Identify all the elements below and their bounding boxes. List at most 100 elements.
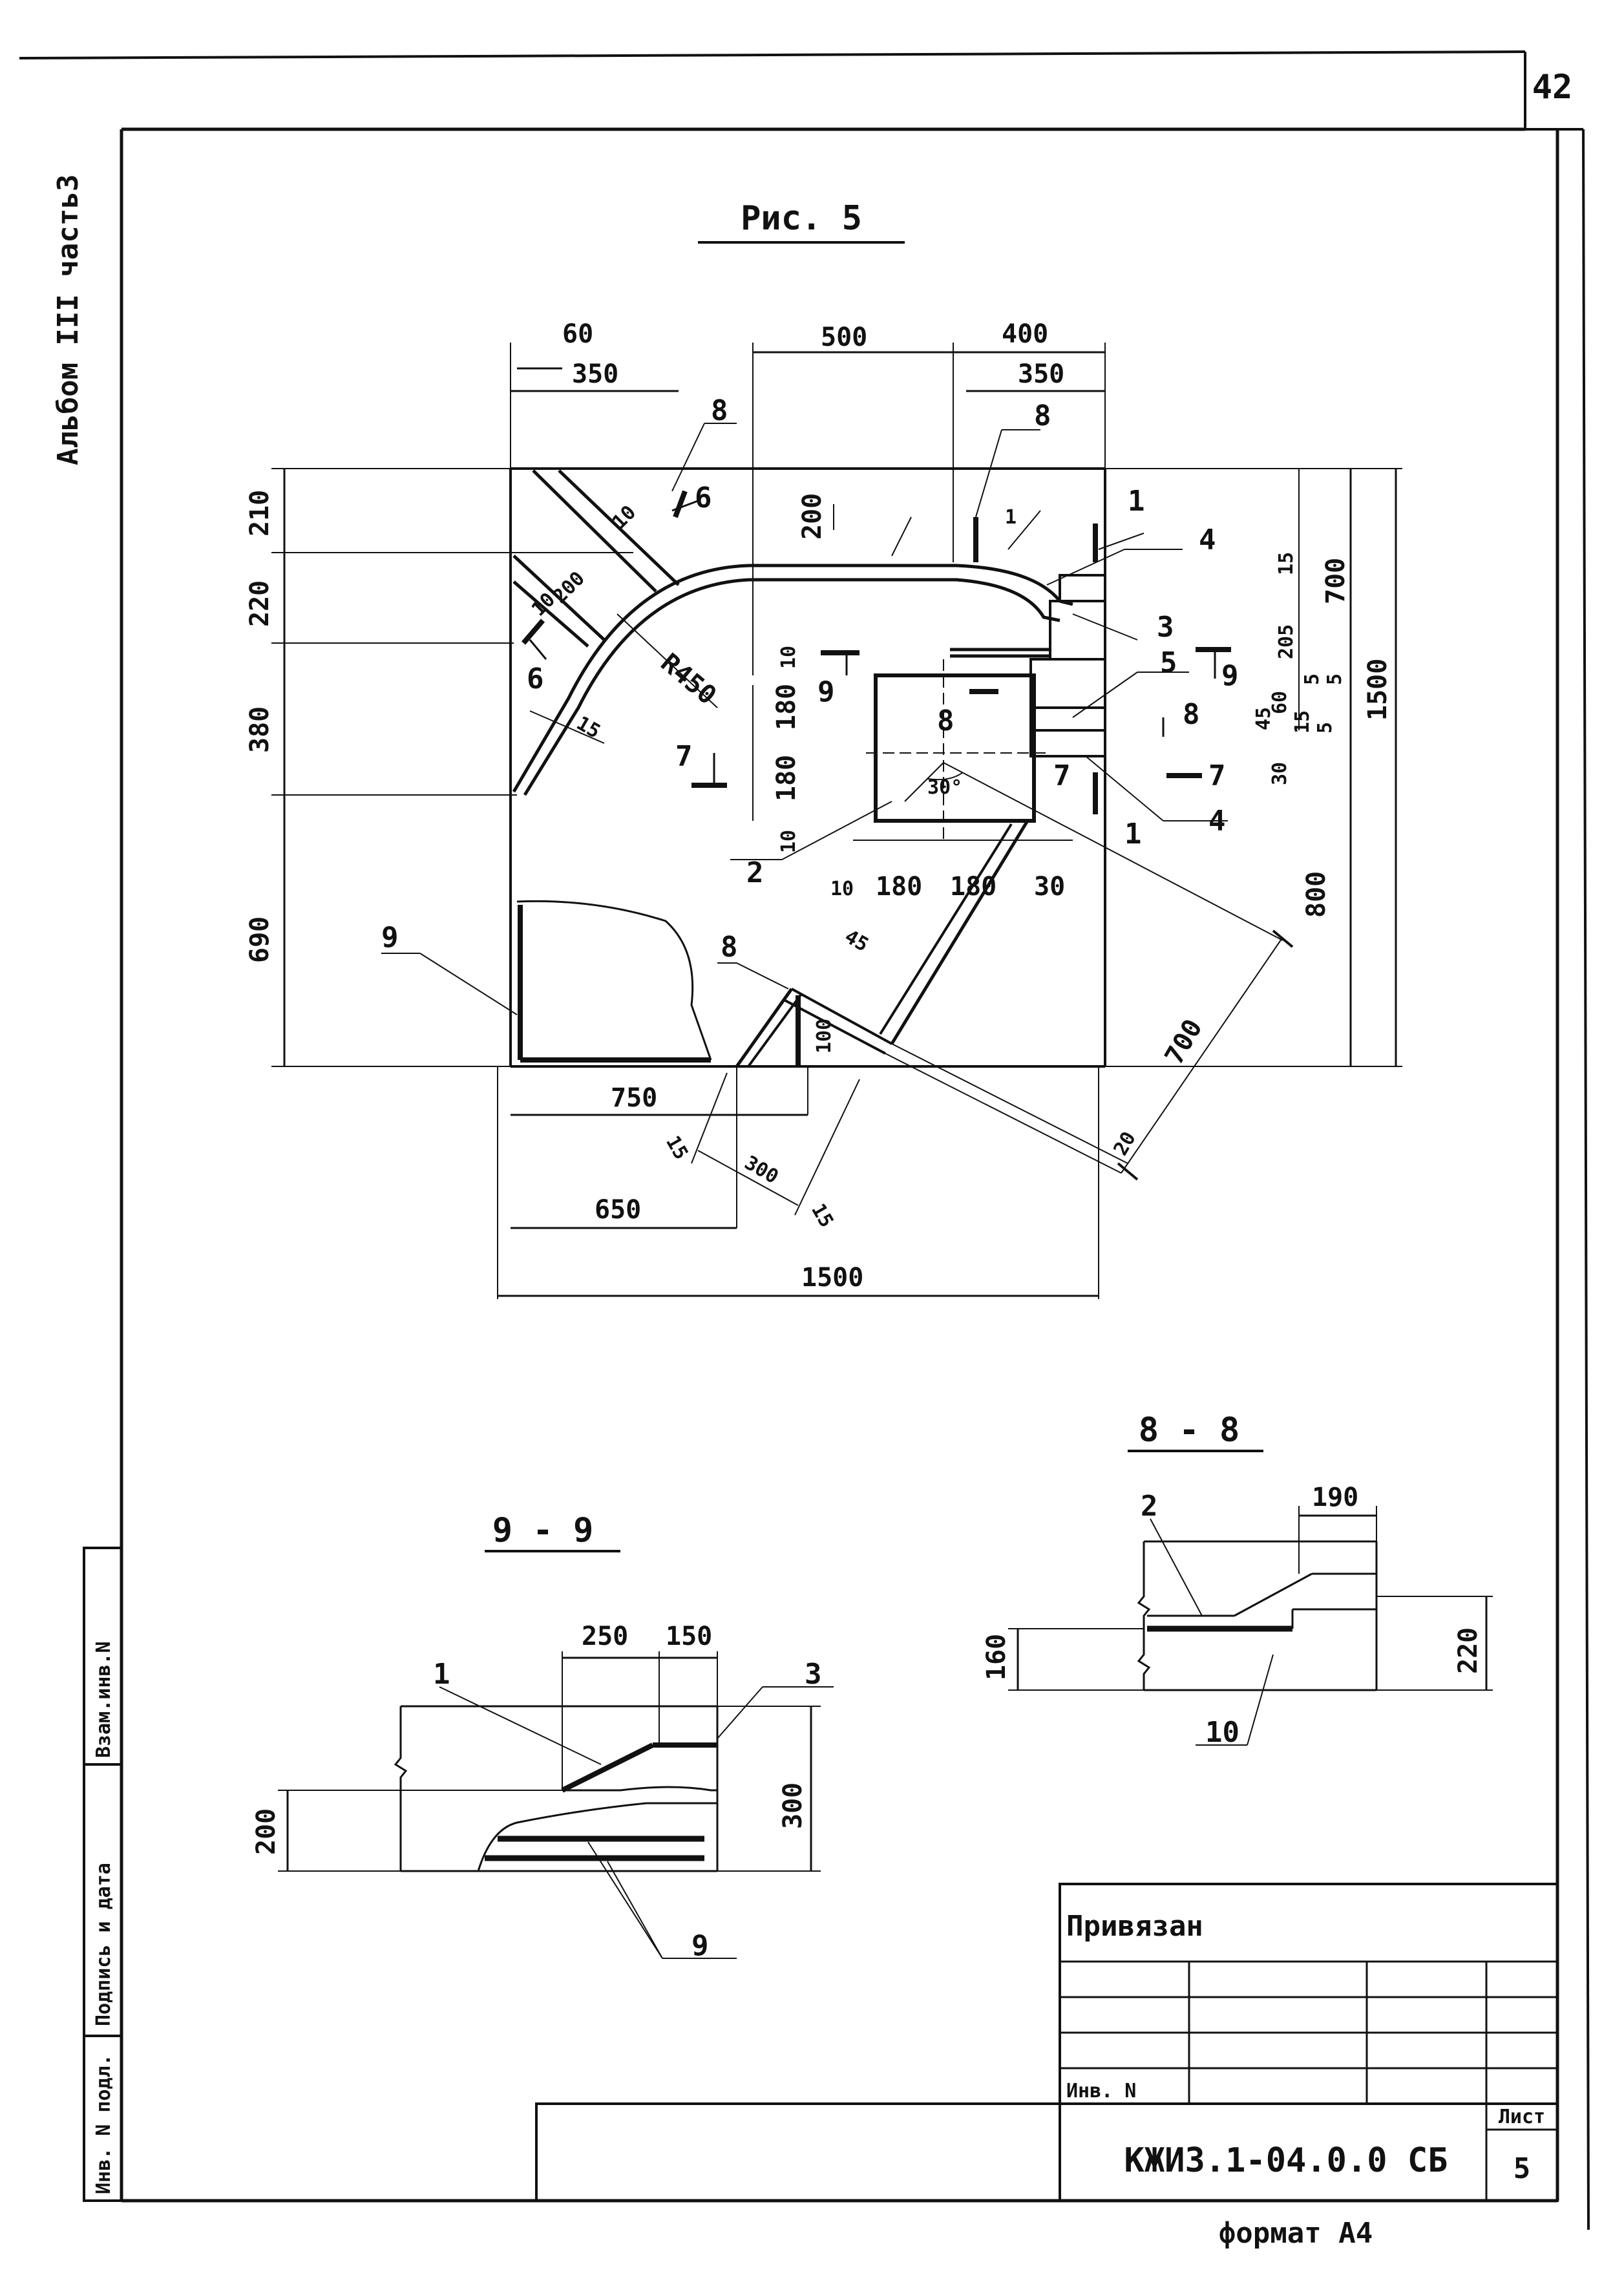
figure-title: Рис. 5 [741,199,862,238]
page-number: 42 [1532,68,1573,107]
s88-dim-220: 220 [1453,1627,1483,1674]
dim-inner-100: 100 [813,1019,836,1053]
s99-dim-250: 250 [582,1622,628,1651]
dim-right-5c: 5 [1314,722,1336,734]
paper-format: формат А4 [1219,2217,1373,2250]
dim-inner-30: 30 [1034,872,1065,902]
section-8-8-title: 8 - 8 [1139,1411,1240,1450]
extension-lines [271,343,1402,1299]
s88-dim-190: 190 [1312,1483,1358,1512]
dim-top-400: 400 [1002,319,1048,349]
sheet-list-label: Лист [1499,2106,1545,2128]
dim-bottom-15b: 15 [807,1200,838,1232]
s99-pos-1: 1 [433,1658,450,1691]
s88-pos-10: 10 [1205,1716,1239,1749]
dim-left-210: 210 [245,490,275,536]
strip-label-replacement: Взам.инв.N [92,1641,115,1758]
dim-top-500: 500 [821,323,867,352]
dim-inner-15: 15 [573,712,604,743]
dim-inner-10a: 10 [608,501,640,533]
section-cut-marks [521,490,1231,788]
dim-right-15b: 15 [1291,710,1314,734]
cut-7-right: 7 [1208,759,1226,792]
cut-9-left: 9 [817,675,835,708]
dim-bottom-1500: 1500 [801,1263,863,1293]
pos-9: 9 [381,921,399,954]
cut-8-center: 8 [937,704,954,737]
pos-4-bottom: 4 [1208,805,1226,838]
dim-inner-10d: 10 [777,830,800,853]
pos-8-right: 8 [1034,399,1051,432]
strip-label-inventory: Инв. N подл. [92,2054,115,2194]
dim-top-350-right: 350 [1018,359,1064,389]
s88-dim-160: 160 [982,1634,1011,1680]
title-block [535,1883,1559,2202]
pos-3: 3 [1157,611,1174,644]
sheet-frame [19,50,1590,2230]
sheet-list-number: 5 [1513,2152,1531,2185]
pos-5: 5 [1160,646,1177,679]
dim-bottom-650: 650 [595,1195,641,1225]
dim-left-690: 690 [245,916,275,963]
pos-7: 7 [1053,759,1071,792]
plan-view [509,467,1294,1181]
document-code: КЖИ3.1-04.0.0 СБ [1124,2141,1448,2180]
dim-left-380: 380 [245,706,275,753]
stamp-attached-label: Привязан [1066,1910,1203,1943]
pos-1-mid: 1 [1005,506,1017,529]
dim-right-60: 60 [1269,691,1291,714]
left-approval-strip [83,1547,123,2202]
dim-bottom-750: 750 [611,1083,657,1113]
pos-1-bottom: 1 [1124,818,1142,851]
dim-inner-200a: 200 [797,493,827,540]
dim-inner-180c: 180 [876,872,922,902]
s99-pos-3: 3 [805,1658,822,1691]
position-leaders [381,423,1228,1015]
section-9-9-title: 9 - 9 [492,1511,594,1550]
dim-right-5b: 5 [1323,673,1346,685]
dim-left-220: 220 [245,580,275,627]
pos-2: 2 [746,856,764,889]
dim-right-5a: 5 [1301,673,1323,685]
dim-inner-180d: 180 [950,872,997,902]
dim-top-60: 60 [562,319,593,349]
dim-right-205: 205 [1275,624,1298,659]
dim-inner-700: 700 [1159,1014,1208,1070]
section-9-9-drawing [278,1651,834,1959]
dim-radius-r450: R450 [655,648,722,710]
s99-pos-9: 9 [691,1929,709,1962]
dim-bottom-300: 300 [741,1152,782,1189]
s88-pos-2: 2 [1141,1490,1158,1523]
s99-dim-150: 150 [666,1622,712,1651]
dim-right-45: 45 [1252,707,1275,730]
dim-right-700: 700 [1321,558,1351,604]
s99-dim-200: 200 [251,1808,281,1855]
dim-top-350-left: 350 [572,359,618,389]
section-8-8-drawing [1008,1506,1493,1746]
cut-7-left: 7 [675,740,693,773]
album-title: Альбом III часть3 [52,175,85,465]
pos-1-top: 1 [1128,485,1145,518]
pos-4-top: 4 [1199,524,1216,556]
dim-inner-10c: 10 [777,646,800,669]
dim-bottom-15a: 15 [661,1132,692,1164]
dim-inner-180b: 180 [772,755,801,801]
dim-right-15: 15 [1275,552,1298,575]
cut-6-top: 6 [695,482,712,514]
cut-8-right: 8 [1183,698,1200,731]
cut-9-right: 9 [1221,659,1239,692]
dimension-lines [283,351,1397,1297]
dim-right-30: 30 [1269,762,1291,785]
dim-right-800: 800 [1302,871,1331,918]
dim-inner-20: 20 [1110,1128,1141,1159]
cut-6-left: 6 [527,662,544,695]
dim-inner-180a: 180 [772,684,801,730]
inventory-number-label: Инв. N [1066,2080,1136,2102]
pos-8-left: 8 [711,394,728,427]
dim-inner-10e: 10 [830,878,854,900]
s99-dim-300: 300 [778,1783,808,1829]
dim-right-1500: 1500 [1363,659,1393,721]
dim-inner-45: 45 [841,926,872,957]
pos-8-bottom: 8 [721,931,738,964]
